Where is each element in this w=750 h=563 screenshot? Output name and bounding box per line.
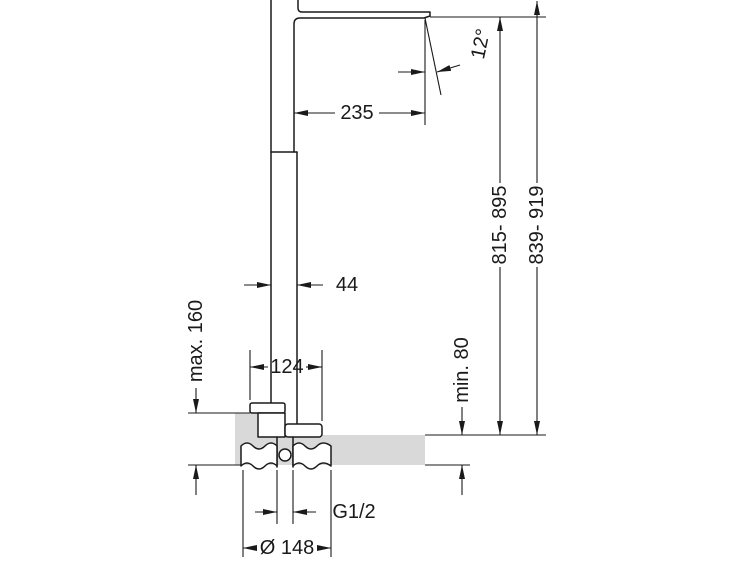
- column-width-dimension: 44: [244, 274, 358, 296]
- diameter-dimension: Ø 148: [242, 470, 332, 559]
- angle-label: 12°: [467, 27, 495, 61]
- faucet: [240, 0, 431, 470]
- label-background: [527, 183, 547, 267]
- vertical-inner-label: 815- 895: [489, 186, 511, 265]
- angle-line: [424, 17, 442, 96]
- horizontal-top-dimension: 235: [294, 20, 426, 125]
- right-vertical-dimension: min. 80: [451, 337, 473, 495]
- spout-outline: [293, 0, 431, 153]
- column-width-label: 44: [336, 274, 358, 296]
- lever-handle: [284, 423, 323, 438]
- base-flange: [249, 402, 286, 414]
- label-background: [257, 538, 317, 558]
- vertical-outer-dimension: 839- 919: [526, 1, 548, 435]
- base-width-dimension: 124: [249, 350, 323, 421]
- thread-dimension: G1/2: [255, 470, 376, 524]
- diameter-label: Ø 148: [260, 537, 314, 559]
- mounting-nut-right: [292, 442, 332, 470]
- reference-lines: [188, 16, 546, 466]
- angle-arrow-right: [436, 64, 461, 73]
- angle-dimension: 12°: [398, 17, 495, 96]
- base-body: [257, 412, 286, 438]
- horizontal-top-label: 235: [340, 102, 373, 124]
- thread-label: G1/2: [332, 501, 375, 523]
- label-background: [490, 183, 510, 267]
- base-width-label: 124: [270, 356, 303, 378]
- connection-circle: [278, 448, 292, 462]
- vertical-inner-dimension: 815- 895: [489, 17, 511, 435]
- mounting-nut-left: [240, 442, 278, 470]
- label-background: [335, 103, 379, 123]
- left-vertical-dimension: max. 160: [185, 300, 207, 495]
- right-vertical-label: min. 80: [451, 337, 473, 403]
- left-vertical-label: max. 160: [185, 300, 207, 382]
- vertical-outer-label: 839- 919: [526, 186, 548, 265]
